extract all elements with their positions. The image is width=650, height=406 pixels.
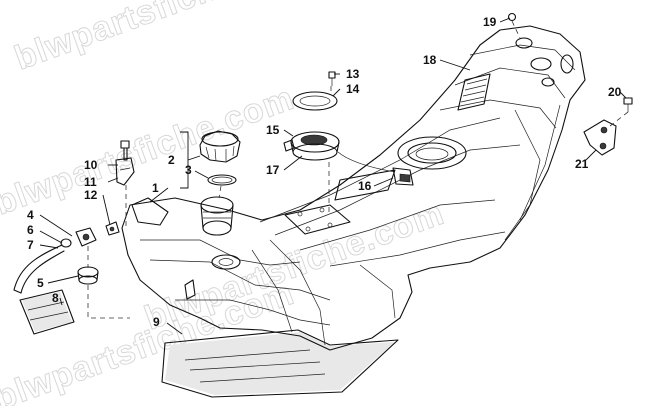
callout-20: 20: [608, 85, 622, 99]
part-20-bolt: [623, 97, 633, 112]
callout-4: 4: [27, 208, 34, 222]
callout-1: 1: [152, 181, 159, 195]
callout-numbers: 1 2 3 4 5 6 7 8 9 10 11 12 13 14 15 16 1…: [27, 15, 622, 329]
part-19-bolt: [507, 12, 517, 22]
leader-lines: [39, 17, 629, 335]
callout-10: 10: [84, 158, 98, 172]
part-13-screw: [328, 71, 336, 86]
part-10-bolt: [120, 140, 130, 161]
callout-11: 11: [84, 175, 97, 189]
callout-9: 9: [153, 315, 160, 329]
callout-15: 15: [266, 123, 280, 137]
part-15-fuel-pump: [283, 131, 396, 173]
part-4-fuel-fitting: [75, 227, 97, 247]
part-8-pad: [19, 289, 75, 335]
part-21-mount-bracket: [583, 119, 617, 156]
part-9-skid-plate: [161, 329, 399, 398]
callout-8: 8: [52, 291, 59, 305]
callout-2: 2: [168, 153, 175, 167]
callout-16: 16: [358, 179, 372, 193]
callout-6: 6: [27, 223, 34, 237]
part-14-gasket: [292, 91, 338, 111]
part-3-cap-seal: [207, 174, 237, 186]
watermark-middle: blwpartsfiche.com: [0, 79, 299, 223]
callout-17: 17: [266, 163, 280, 177]
callout-21: 21: [575, 157, 589, 171]
callout-19: 19: [483, 15, 497, 29]
callout-7: 7: [27, 238, 34, 252]
callout-14: 14: [346, 82, 360, 96]
callout-3: 3: [185, 163, 192, 177]
callout-18: 18: [423, 53, 437, 67]
callout-12: 12: [84, 188, 98, 202]
callout-13: 13: [346, 67, 360, 81]
part-12-clip: [105, 221, 120, 236]
part-16-sensor: [392, 167, 414, 186]
watermark-top: blwpartsfiche.com: [10, 0, 319, 78]
part-1-fuel-tank: [121, 25, 586, 351]
part-2-fuel-cap: [199, 130, 241, 163]
callout-5: 5: [37, 276, 44, 290]
part-5-grommet: [77, 266, 99, 285]
part-6-hose-clamp: [60, 238, 72, 248]
